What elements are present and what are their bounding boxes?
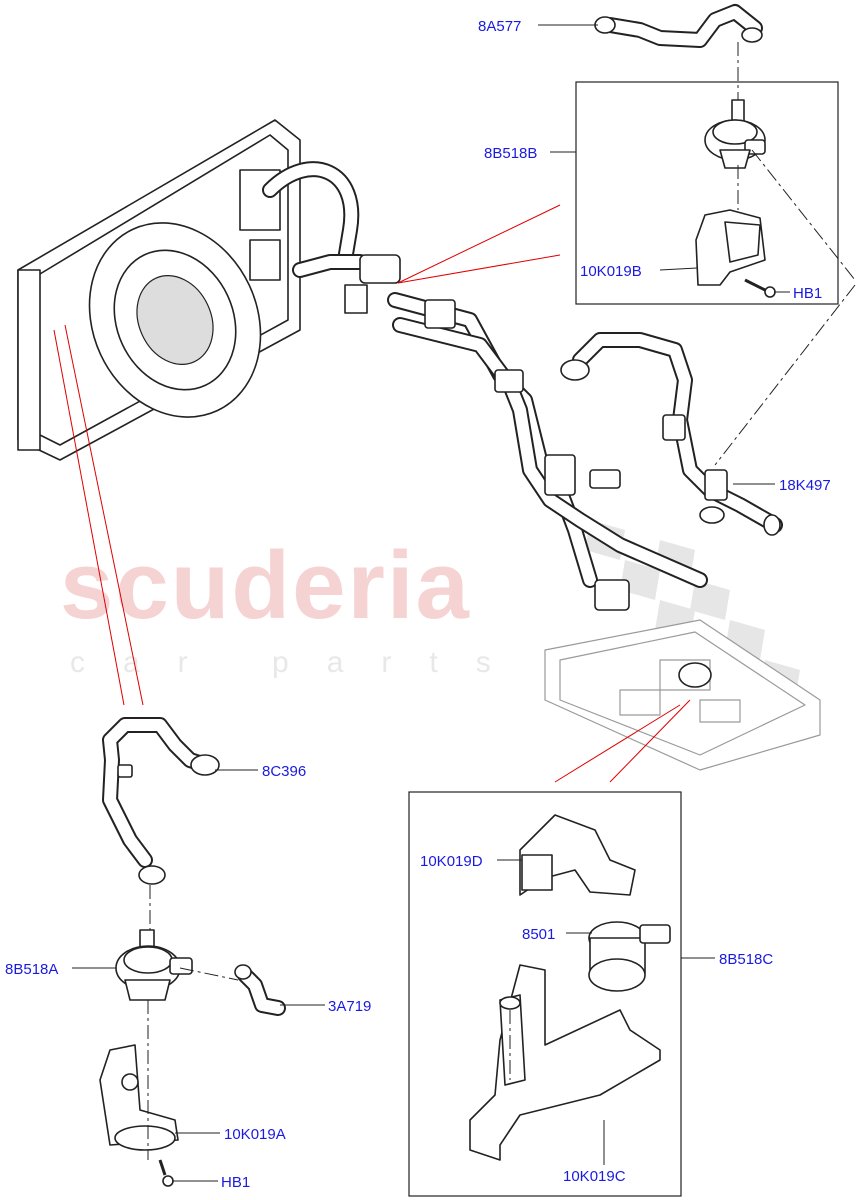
label-HB1-top: HB1: [793, 285, 822, 302]
watermark-subtitle: car parts: [70, 646, 529, 679]
label-3A719: 3A719: [328, 998, 371, 1015]
label-8B518A: 8B518A: [5, 961, 58, 978]
pump-8501: [588, 921, 671, 992]
label-10K019B: 10K019B: [580, 263, 642, 280]
leader-lines: [72, 24, 790, 1182]
coolant-pipe-set: [387, 292, 708, 611]
reference-lines: [53, 204, 691, 783]
label-8501: 8501: [522, 926, 555, 943]
watermark-title: scuderia: [60, 532, 471, 639]
label-8B518C: 8B518C: [719, 951, 773, 968]
bracket-10K019C: [469, 964, 661, 1161]
radiator-fan-assembly: [17, 119, 401, 461]
inverter-module: [544, 619, 821, 771]
pump-8B518B: [704, 99, 766, 169]
label-8C396: 8C396: [262, 763, 306, 780]
label-10K019A: 10K019A: [224, 1126, 286, 1143]
bolt-HB1-bottom: [158, 1159, 174, 1187]
group-box-8B518B: [575, 81, 839, 305]
label-HB1-bottom: HB1: [221, 1174, 250, 1191]
pump-8B518A: [115, 929, 193, 1001]
label-10K019C: 10K019C: [563, 1168, 626, 1185]
assembly-lines: [147, 42, 856, 1160]
hose-8C396: [102, 717, 220, 885]
label-18K497: 18K497: [779, 477, 831, 494]
label-8B518B: 8B518B: [484, 145, 537, 162]
group-box-8B518C: [408, 791, 682, 1197]
hose-8A577: [594, 4, 763, 48]
label-10K019D: 10K019D: [420, 853, 483, 870]
bracket-10K019D: [519, 814, 636, 896]
hose-3A719: [234, 964, 286, 1016]
bracket-10K019A: [99, 1044, 179, 1151]
bolt-HB1-top: [744, 278, 776, 298]
label-8A577: 8A577: [478, 18, 521, 35]
callout-labels: 8A577 8B518B 10K019B HB1 18K497 8C396 8B…: [5, 18, 831, 1191]
hose-18K497: [560, 332, 783, 536]
bracket-10K019B: [695, 209, 766, 286]
